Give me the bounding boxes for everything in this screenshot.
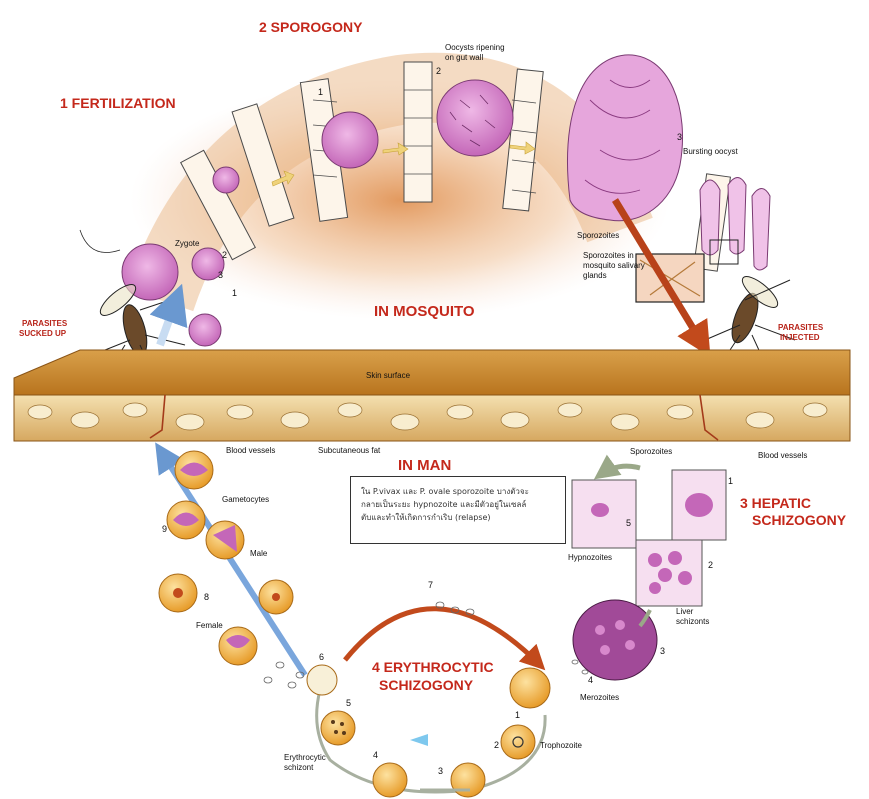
skin-block xyxy=(14,350,850,441)
label-trophozoite: Trophozoite xyxy=(540,741,583,750)
label-male: Male xyxy=(250,549,268,558)
blue-pointer-icon xyxy=(410,734,428,746)
step-hep-4: 4 xyxy=(588,675,593,685)
label-parasites-injected-2: INJECTED xyxy=(780,333,820,342)
label-gametocytes: Gametocytes xyxy=(222,495,269,504)
title-hepatic-1: 3 HEPATIC xyxy=(740,495,811,511)
label-skin-surface: Skin surface xyxy=(366,371,411,380)
step-ery-7: 7 xyxy=(428,580,433,590)
rbc-trophozoite xyxy=(501,725,535,759)
note-line-2: กลายเป็นระยะ hypnozoite และมีตัวอยู่ในเซ… xyxy=(361,498,555,511)
step-fert-1: 1 xyxy=(232,288,237,298)
step-ery-1: 1 xyxy=(515,710,520,720)
liver-schizont xyxy=(573,600,657,680)
rbc-schizont xyxy=(321,711,355,745)
step-ery-2: 2 xyxy=(494,740,499,750)
step-hep-2: 2 xyxy=(708,560,713,570)
title-erythrocytic-1: 4 ERYTHROCYTIC xyxy=(372,659,494,675)
label-hypnozoites: Hypnozoites xyxy=(568,553,612,562)
label-female: Female xyxy=(196,621,223,630)
step-spor-3: 3 xyxy=(677,132,682,142)
label-liver-schizonts-1: Liver xyxy=(676,607,694,616)
step-fert-2: 2 xyxy=(222,250,227,260)
hypnozoite-note-box: ใน P.vivax และ P. ovale sporozoite บางตั… xyxy=(350,476,566,544)
step-ery-5: 5 xyxy=(346,698,351,708)
rbc-rupture xyxy=(307,665,337,695)
region-in-mosquito: IN MOSQUITO xyxy=(374,303,475,320)
label-merozoites: Merozoites xyxy=(580,693,619,702)
rbc-stage-4 xyxy=(373,763,407,797)
label-liver-schizonts-2: schizonts xyxy=(676,617,709,626)
step-fert-3: 3 xyxy=(218,270,223,280)
step-ery-9: 9 xyxy=(162,524,167,534)
sucked-parasite-cell xyxy=(189,314,221,346)
label-sporozoites-man: Sporozoites xyxy=(630,447,672,456)
note-line-1: ใน P.vivax และ P. ovale sporozoite บางตั… xyxy=(361,485,555,498)
label-parasites-injected-1: PARASITES xyxy=(778,323,824,332)
label-oocysts-2: on gut wall xyxy=(445,53,483,62)
hepatic-cells xyxy=(572,466,726,680)
label-bursting-oocyst: Bursting oocyst xyxy=(683,147,738,156)
label-zygote: Zygote xyxy=(175,239,200,248)
label-parasites-sucked-up-2: SUCKED UP xyxy=(19,329,67,338)
rbc-merozoite-entry xyxy=(510,668,550,708)
label-salivary-1: Sporozoites in xyxy=(583,251,634,260)
step-ery-8: 8 xyxy=(204,592,209,602)
title-erythrocytic-2: SCHIZOGONY xyxy=(379,677,474,693)
step-spor-1: 1 xyxy=(318,87,323,97)
step-ery-6: 6 xyxy=(319,652,324,662)
ripening-oocyst xyxy=(437,80,513,156)
title-sporogony: 2 SPOROGONY xyxy=(259,19,363,35)
step-ery-3: 3 xyxy=(438,766,443,776)
label-subcutaneous-fat: Subcutaneous fat xyxy=(318,446,381,455)
step-hep-3: 3 xyxy=(660,646,665,656)
label-oocysts-1: Oocysts ripening xyxy=(445,43,505,52)
young-oocyst xyxy=(322,112,378,168)
step-hep-1: 1 xyxy=(728,476,733,486)
label-parasites-sucked-up-1: PARASITES xyxy=(22,319,68,328)
step-spor-2: 2 xyxy=(436,66,441,76)
title-hepatic-2: SCHIZOGONY xyxy=(752,512,847,528)
label-erythrocytic-schizont-2: schizont xyxy=(284,763,314,772)
title-fertilization: 1 FERTILIZATION xyxy=(60,95,176,111)
step-ery-4: 4 xyxy=(373,750,378,760)
label-blood-vessels-right: Blood vessels xyxy=(758,451,807,460)
bursting-oocyst xyxy=(567,55,682,221)
gametocyte-in-gut-cell xyxy=(213,167,239,193)
label-salivary-3: glands xyxy=(583,271,607,280)
region-in-man: IN MAN xyxy=(398,457,451,474)
label-erythrocytic-schizont-1: Erythrocytic xyxy=(284,753,326,762)
label-salivary-2: mosquito salivary xyxy=(583,261,645,270)
label-blood-vessels-left: Blood vessels xyxy=(226,446,275,455)
step-hep-5: 5 xyxy=(626,518,631,528)
rbc-stage-3 xyxy=(451,763,485,797)
label-sporozoites-gut: Sporozoites xyxy=(577,231,619,240)
note-line-3: ตับและทำให้เกิดการกำเริบ (relapse) xyxy=(361,511,555,524)
